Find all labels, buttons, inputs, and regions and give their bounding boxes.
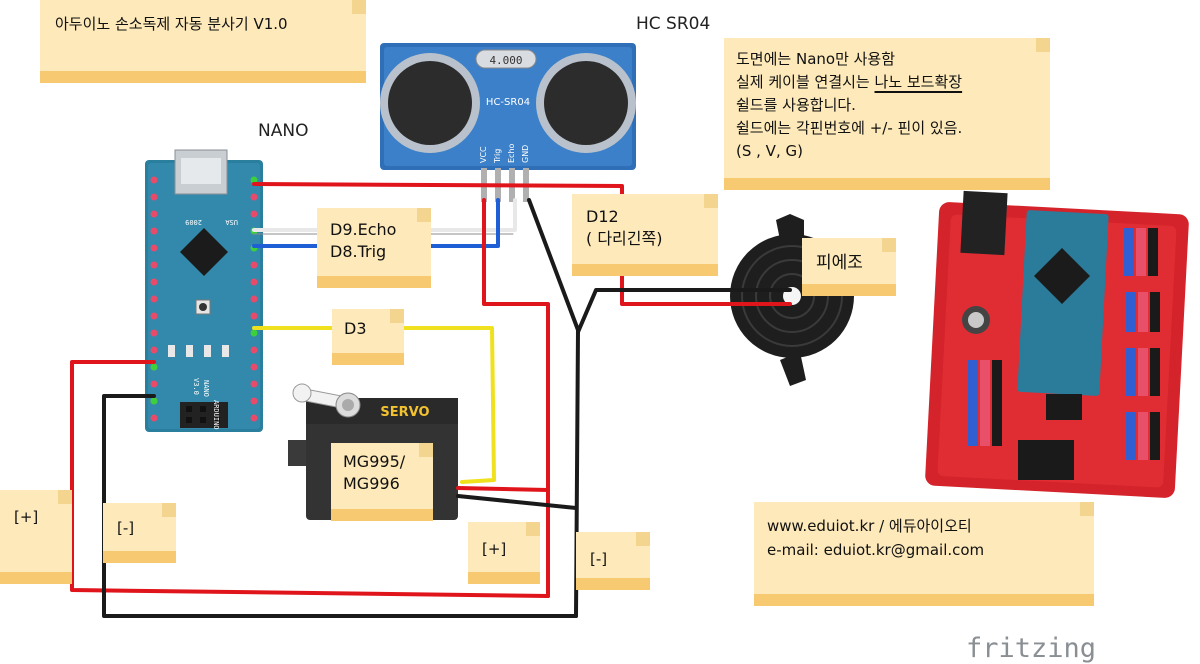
shield-note-line4: 쉴드에는 각핀번호에 +/- 핀이 있음. [736,119,963,137]
contact-website: www.eduiot.kr / 에듀아이오티 [767,517,972,535]
nano-text-nano: NANO [202,380,210,397]
nano-usa-label: USA [225,218,238,226]
pin-vcc-label: VCC [479,146,488,163]
nano-text-version: V3.0 [192,378,200,395]
sensor-chip-label: HC-SR04 [486,97,530,108]
d12-sub-label: ( 다리긴쪽) [586,229,663,248]
sensor-label: HC SR04 [636,14,711,34]
trig-label: D8.Trig [330,242,387,261]
piezo-label: 피에조 [816,253,863,273]
shield-note-line5: (S , V, G) [736,142,803,160]
servo-brand-label: SERVO [380,405,429,420]
title-text: 아두이노 손소독제 자동 분사기 V1.0 [55,15,288,33]
minus-right-note: [-] [576,532,650,590]
minus-left-label: [-] [117,519,135,537]
echo-label: D9.Echo [330,220,397,239]
piezo-note: 피에조 [802,238,896,296]
shield-note-underlined: 나노 보드확장 [874,73,963,91]
d3-label: D3 [344,319,367,338]
nano-year-label: 2009 [185,218,202,226]
plus-right-note: [+] [468,522,540,584]
d3-note: D3 [332,309,404,365]
title-note: 아두이노 손소독제 자동 분사기 V1.0 [40,0,366,83]
nano-text-arduino: ARDUINO [212,400,220,430]
nano-expansion-shield [925,190,1189,498]
echo-trig-note: D9.Echo D8.Trig [317,208,431,288]
d12-label: D12 [586,207,619,226]
arduino-nano-board: 2009 USA ARDUINO NANO V3.0 [145,149,263,432]
servo-model-note: MG995/ MG996 [331,443,433,521]
d12-note: D12 ( 다리긴쪽) [572,194,718,276]
sensor-crystal-label: 4.000 [489,54,522,67]
nano-label: NANO [258,121,309,141]
pin-trig-label: Trig [493,149,502,164]
shield-note-line2: 실제 케이블 연결시는 나노 보드확장 [736,71,962,94]
fritzing-logo: fritzing [966,633,1096,664]
plus-right-label: [+] [482,540,507,558]
servo-model-line2: MG996 [343,474,400,493]
shield-note-line3: 쉴드를 사용합니다. [736,96,856,114]
pin-gnd-label: GND [521,145,530,163]
contact-email: e-mail: eduiot.kr@gmail.com [767,541,985,559]
shield-note: 도면에는 Nano만 사용함 실제 케이블 연결시는 나노 보드확장 쉴드를 사… [724,38,1050,190]
servo-model-line1: MG995/ [343,452,406,471]
hc-sr04-sensor: 4.000 HC-SR04 VCC Trig Echo GND [380,43,636,202]
shield-note-line1: 도면에는 Nano만 사용함 [736,50,896,68]
minus-left-note: [-] [103,503,176,563]
plus-left-note: [+] [0,490,72,584]
plus-left-label: [+] [14,508,39,526]
pin-echo-label: Echo [507,143,516,163]
minus-right-label: [-] [590,550,608,568]
contact-note: www.eduiot.kr / 에듀아이오티 e-mail: eduiot.kr… [754,502,1094,606]
shield-note-line2-pre: 실제 케이블 연결시는 [736,73,875,91]
